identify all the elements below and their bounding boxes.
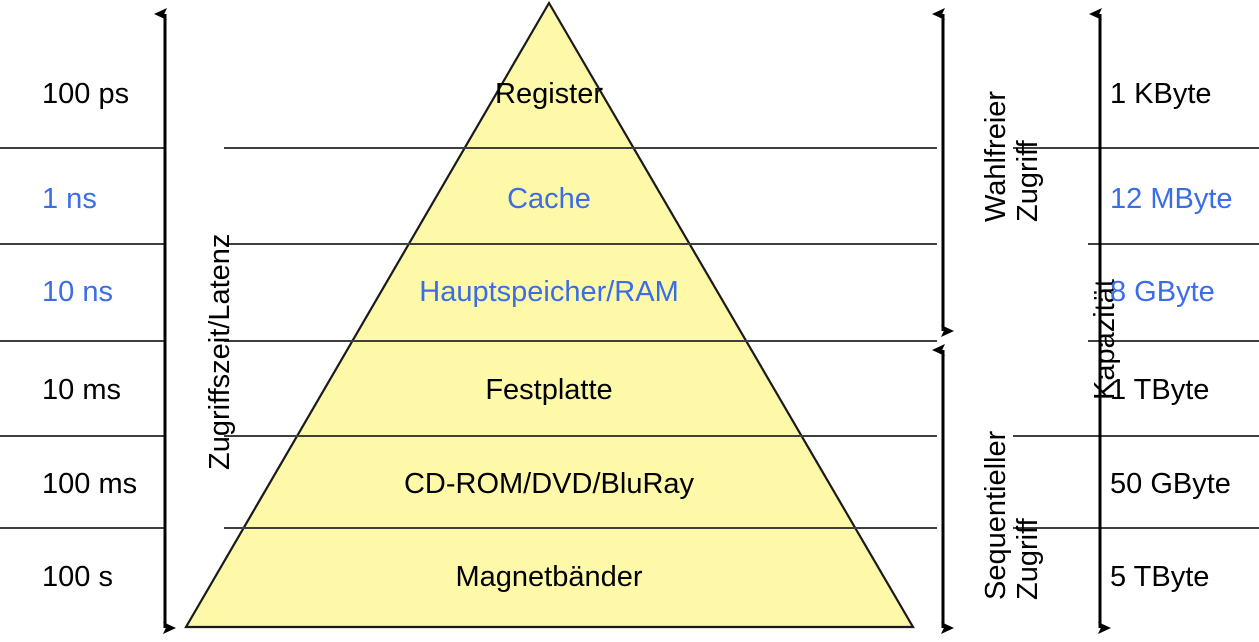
tier-label-optical: CD-ROM/DVD/BluRay xyxy=(403,468,695,500)
capacity-value-optical: 50 GByte xyxy=(1110,468,1231,500)
tier-label-festplatte: Festplatte xyxy=(485,374,613,406)
random-access-label-line2: Zugriff xyxy=(1012,140,1044,222)
latency-value-ram: 10 ns xyxy=(42,276,113,308)
capacity-value-festplatte: 1 TByte xyxy=(1110,374,1210,406)
capacity-value-tape: 5 TByte xyxy=(1110,561,1210,593)
pyramid-shape xyxy=(184,0,915,629)
latency-axis-label: Zugriffszeit/Latenz xyxy=(204,233,236,470)
sequential-access-label-line2: Zugriff xyxy=(1012,518,1044,600)
tier-label-tape: Magnetbänder xyxy=(455,561,643,593)
latency-value-register: 100 ps xyxy=(42,78,130,110)
sequential-access-label-line1: Sequentieller xyxy=(980,430,1012,600)
latency-value-cache: 1 ns xyxy=(42,183,97,215)
latency-value-festplatte: 10 ms xyxy=(42,374,121,406)
tier-gridlines xyxy=(0,147,1259,529)
capacity-value-ram: 8 GByte xyxy=(1110,276,1215,308)
capacity-value-cache: 12 MByte xyxy=(1110,183,1233,215)
latency-value-tape: 100 s xyxy=(42,561,113,593)
tier-label-register: Register xyxy=(495,78,603,110)
tier-label-cache: Cache xyxy=(507,183,591,215)
latency-value-optical: 100 ms xyxy=(42,468,138,500)
random-access-label-line1: Wahlfreier xyxy=(980,90,1012,222)
tier-label-ram: Hauptspeicher/RAM xyxy=(419,276,679,308)
capacity-value-register: 1 KByte xyxy=(1110,78,1212,110)
